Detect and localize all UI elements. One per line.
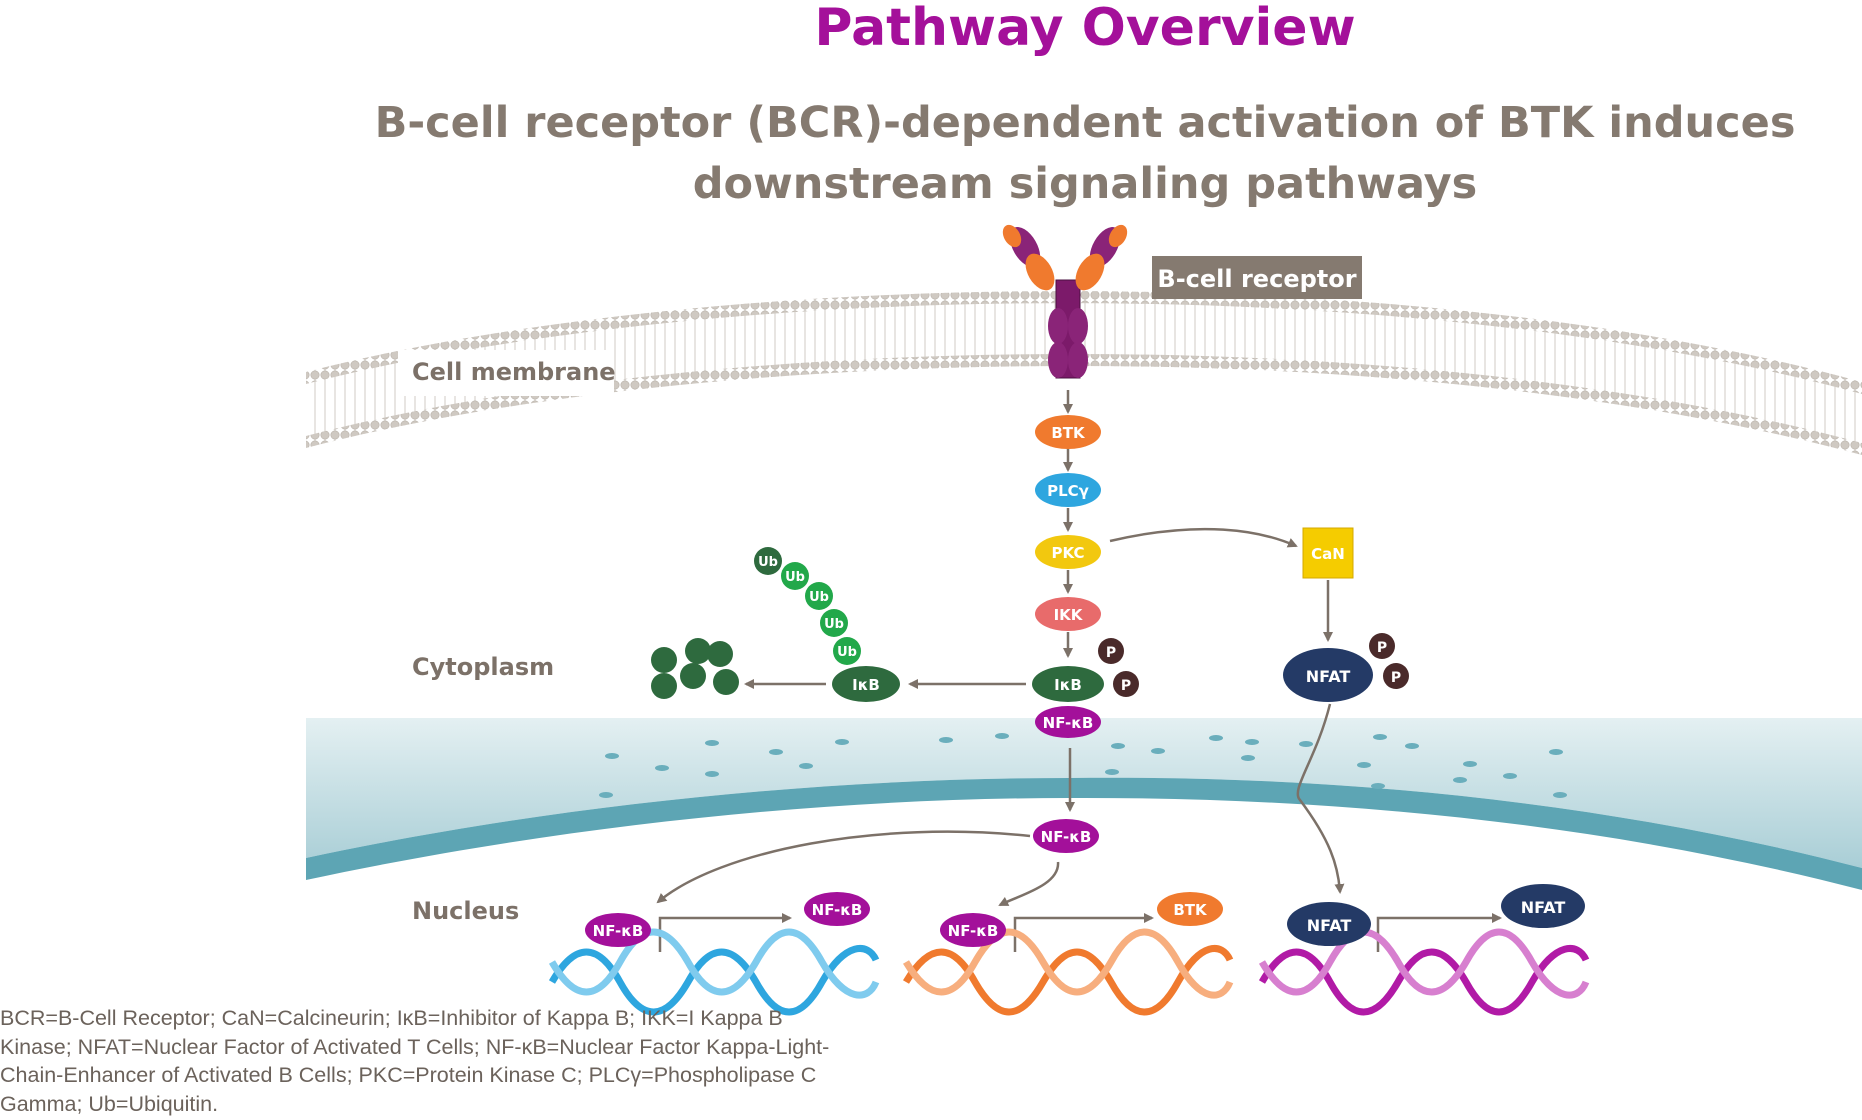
subtitle-line-2: downstream signaling pathways [692, 159, 1478, 209]
ikk-node: IKK [1035, 597, 1101, 631]
svg-text:BTK: BTK [1173, 901, 1208, 919]
plcg-node: PLCγ [1035, 473, 1101, 507]
svg-text:P: P [1391, 670, 1401, 686]
svg-text:P: P [1121, 678, 1131, 694]
proteasome-fragments [651, 638, 739, 699]
svg-text:NF-κB: NF-κB [948, 922, 999, 940]
subtitle-line-1: B-cell receptor (BCR)-dependent activati… [374, 98, 1796, 148]
cell-membrane-label-bg [398, 350, 614, 396]
svg-text:Ub: Ub [758, 555, 778, 570]
svg-text:P: P [1106, 645, 1116, 661]
svg-text:NFAT: NFAT [1521, 898, 1566, 917]
ikb-phospho-group: P P [1098, 638, 1139, 697]
gene-unit-2-product: BTK [1157, 892, 1223, 926]
dna-strand-orange [902, 928, 1234, 1016]
svg-text:B-cell receptor: B-cell receptor [1157, 265, 1356, 293]
svg-text:Ub: Ub [824, 617, 844, 632]
b-cell-receptor-icon [1002, 224, 1128, 379]
svg-text:NF-κB: NF-κB [1041, 828, 1092, 846]
gene-unit-3-product: NFAT [1501, 884, 1585, 928]
svg-text:IκB: IκB [852, 676, 880, 694]
nfkb-translocated-node: NF-κB [1033, 819, 1099, 853]
gene-unit-2-factor: NF-κB [940, 913, 1006, 947]
cell-membrane-label: Cell membrane [412, 358, 616, 386]
btk-node: BTK [1035, 415, 1101, 449]
svg-text:IKK: IKK [1054, 606, 1084, 624]
pkc-node: PKC [1035, 535, 1101, 569]
svg-text:P: P [1377, 640, 1387, 656]
svg-text:NFAT: NFAT [1306, 667, 1351, 686]
cell-membrane [306, 291, 1862, 455]
gene-unit-3-factor: NFAT [1287, 902, 1371, 946]
nucleus-label: Nucleus [412, 897, 519, 925]
svg-text:Ub: Ub [785, 570, 805, 585]
svg-text:PLCγ: PLCγ [1047, 482, 1089, 500]
svg-text:NF-κB: NF-κB [593, 922, 644, 940]
svg-text:NFAT: NFAT [1307, 916, 1352, 935]
cytoplasm-label: Cytoplasm [412, 653, 554, 681]
svg-text:IκB: IκB [1054, 676, 1082, 694]
page-title: Pathway Overview [814, 0, 1356, 58]
can-node: CaN [1302, 527, 1354, 579]
ubiquitinated-ikb: IκB Ub Ub Ub Ub Ub [754, 547, 900, 702]
gene-unit-1-factor: NF-κB [585, 913, 651, 947]
svg-text:NF-κB: NF-κB [812, 901, 863, 919]
svg-text:PKC: PKC [1052, 544, 1085, 562]
nfat-cytoplasm-node: NFAT P P [1283, 633, 1409, 702]
ikb-nfkb-complex: NF-κB IκB [1032, 666, 1104, 738]
dna-strand-blue [548, 928, 880, 1016]
svg-text:BTK: BTK [1051, 424, 1086, 442]
abbreviation-footnote: BCR=B-Cell Receptor; CaN=Calcineurin; Iκ… [0, 1006, 830, 1116]
nuclear-envelope [306, 718, 1862, 890]
pathway-arrows [656, 390, 1502, 952]
svg-text:NF-κB: NF-κB [1043, 714, 1094, 732]
dna-strand-magenta [1258, 928, 1590, 1016]
gene-unit-1-product: NF-κB [804, 892, 870, 926]
svg-text:CaN: CaN [1311, 545, 1345, 563]
svg-text:Ub: Ub [837, 645, 857, 660]
svg-text:Ub: Ub [809, 590, 829, 605]
b-cell-receptor-tag: B-cell receptor [1152, 256, 1362, 299]
